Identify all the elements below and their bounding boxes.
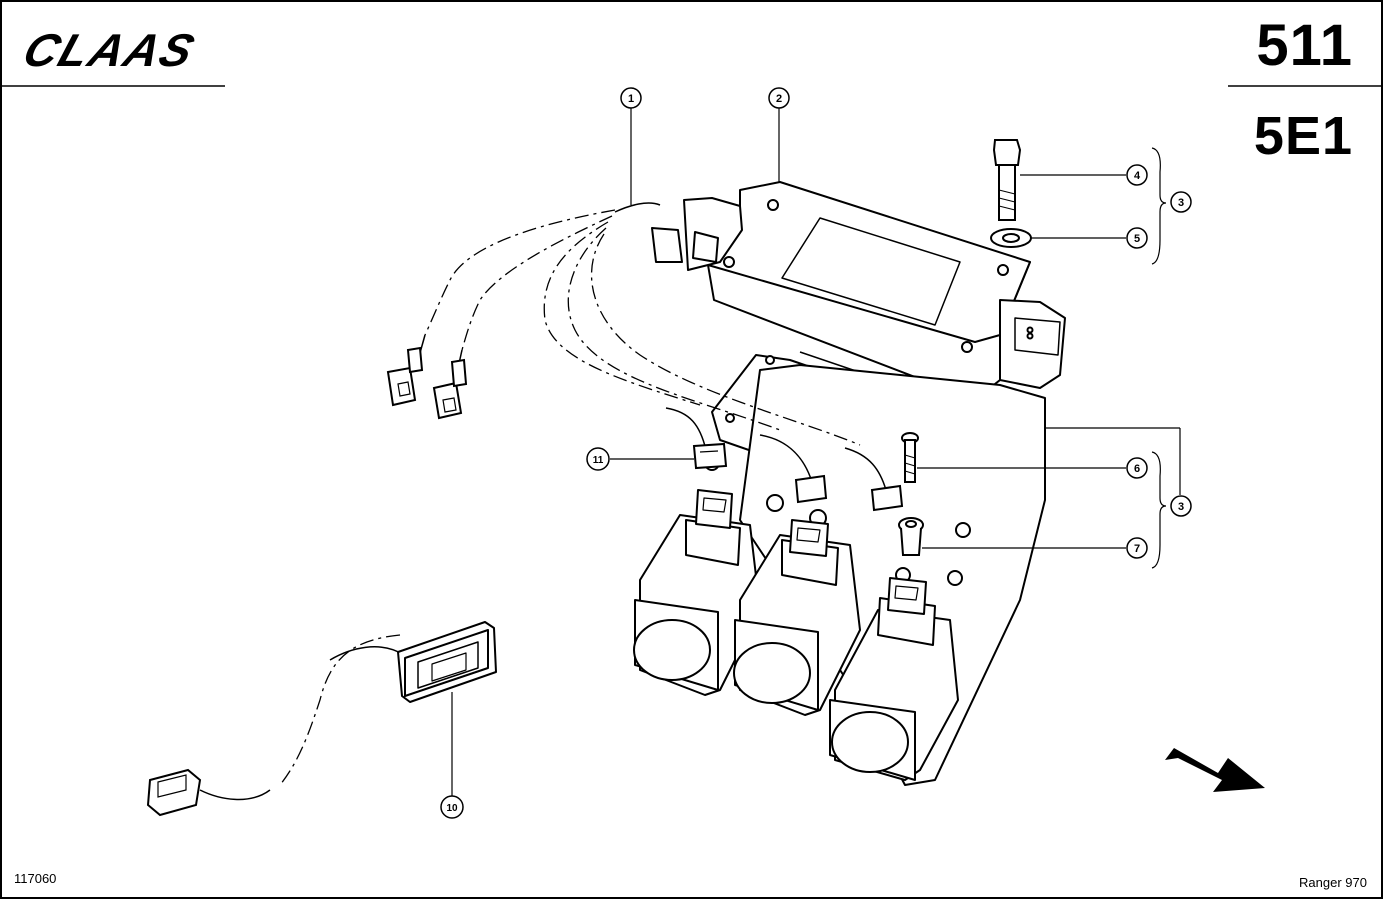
svg-text:5: 5: [1134, 233, 1140, 245]
washer-part-5: [990, 228, 1032, 248]
brand-logo: CLAAS: [17, 25, 202, 77]
svg-text:4: 4: [1134, 170, 1141, 182]
plug-part-7: [898, 517, 924, 556]
display-plug-connector: [146, 768, 202, 817]
harness-connector-left-2: [432, 358, 468, 420]
machine-model: Ranger 970: [1299, 875, 1367, 890]
arrow-right-down-icon: [1165, 748, 1265, 792]
svg-text:1: 1: [628, 93, 634, 105]
callout-2: 2: [768, 87, 790, 109]
callout-10: 10: [440, 795, 464, 819]
callout-6: 6: [1126, 457, 1148, 479]
harness-connector-11: [692, 442, 728, 470]
svg-text:3: 3: [1178, 197, 1184, 209]
svg-text:3: 3: [1178, 501, 1184, 513]
screw-part-6: [901, 432, 919, 483]
harness-connector-mid: [794, 474, 904, 512]
solenoid-valve-2: [733, 519, 861, 716]
callout-5: 5: [1126, 227, 1148, 249]
callout-7: 7: [1126, 537, 1148, 559]
solenoid-valve-1: [633, 489, 761, 696]
svg-text:10: 10: [446, 803, 458, 814]
section-code: 5E1: [1253, 106, 1353, 166]
harness-solid-wires: [199, 202, 887, 801]
callout-leaders: [451, 108, 1181, 796]
illustration-reference-number: 117060: [14, 871, 57, 886]
page-number: 511: [1256, 13, 1353, 78]
solenoid-valve-3: [829, 577, 959, 781]
callout-11: 11: [586, 447, 610, 471]
harness-connector-left-1: [386, 346, 424, 407]
callout-3-upper: 3: [1170, 191, 1192, 213]
svg-text:7: 7: [1134, 543, 1140, 555]
control-unit: [651, 181, 1066, 401]
svg-text:CLAAS: CLAAS: [17, 25, 202, 77]
bolt-part-4: [992, 139, 1022, 221]
wiring-harness: [279, 209, 861, 786]
svg-text:11: 11: [593, 455, 604, 466]
svg-text:2: 2: [776, 93, 782, 105]
callout-4: 4: [1126, 164, 1148, 186]
svg-text:6: 6: [1134, 463, 1140, 475]
display-unit-part-10: [397, 621, 497, 703]
callout-3-lower: 3: [1170, 495, 1192, 517]
callout-1: 1: [620, 87, 642, 109]
